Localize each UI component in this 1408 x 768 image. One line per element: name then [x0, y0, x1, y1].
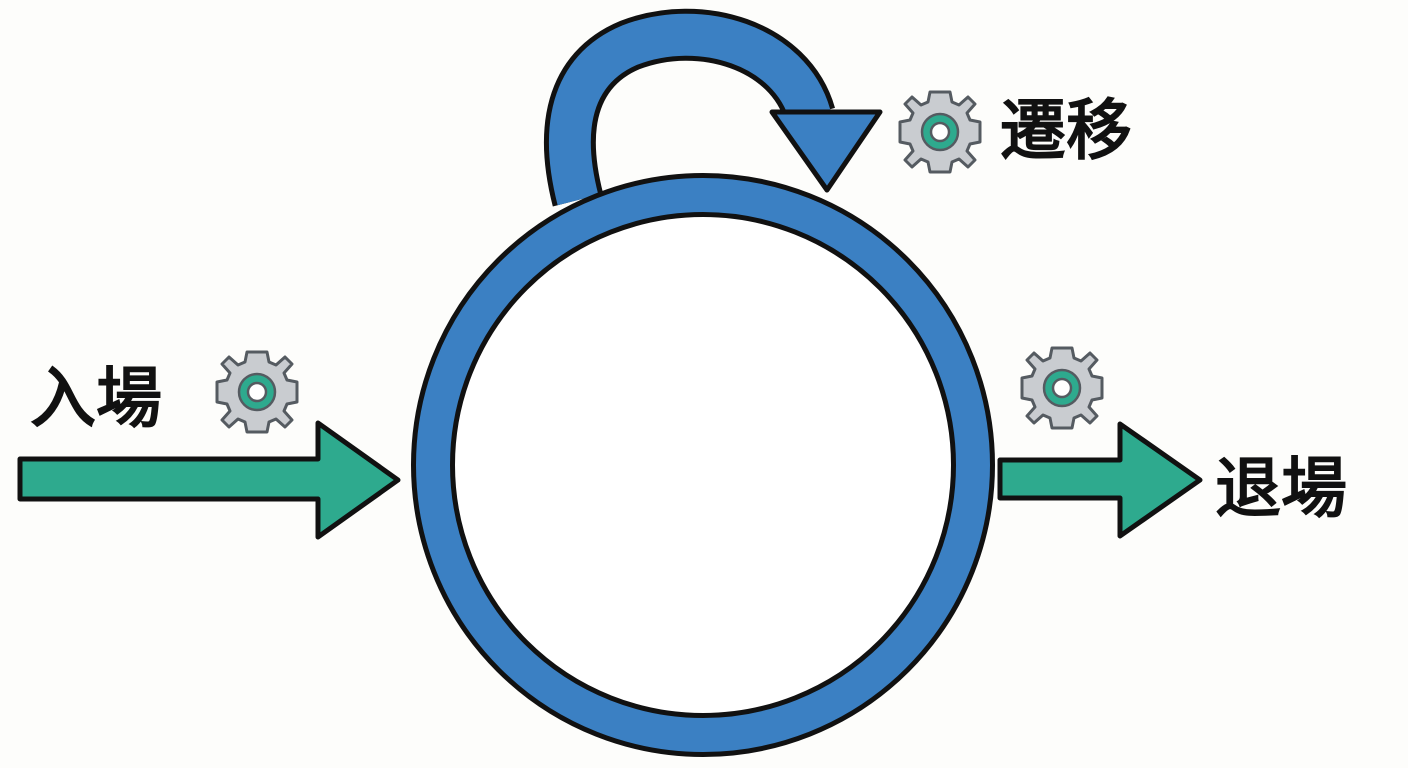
self-loop-arrow [543, 8, 883, 207]
transition-label: 遷移 [1000, 92, 1132, 169]
enter-arrow [17, 420, 401, 540]
exit-label: 退場 [1215, 450, 1347, 527]
gear-icon [215, 350, 299, 434]
exit-arrow [997, 421, 1203, 539]
gear-icon [898, 90, 982, 174]
enter-label: 入場 [30, 360, 162, 437]
state-ring [411, 173, 995, 757]
gear-icon [1020, 346, 1104, 430]
